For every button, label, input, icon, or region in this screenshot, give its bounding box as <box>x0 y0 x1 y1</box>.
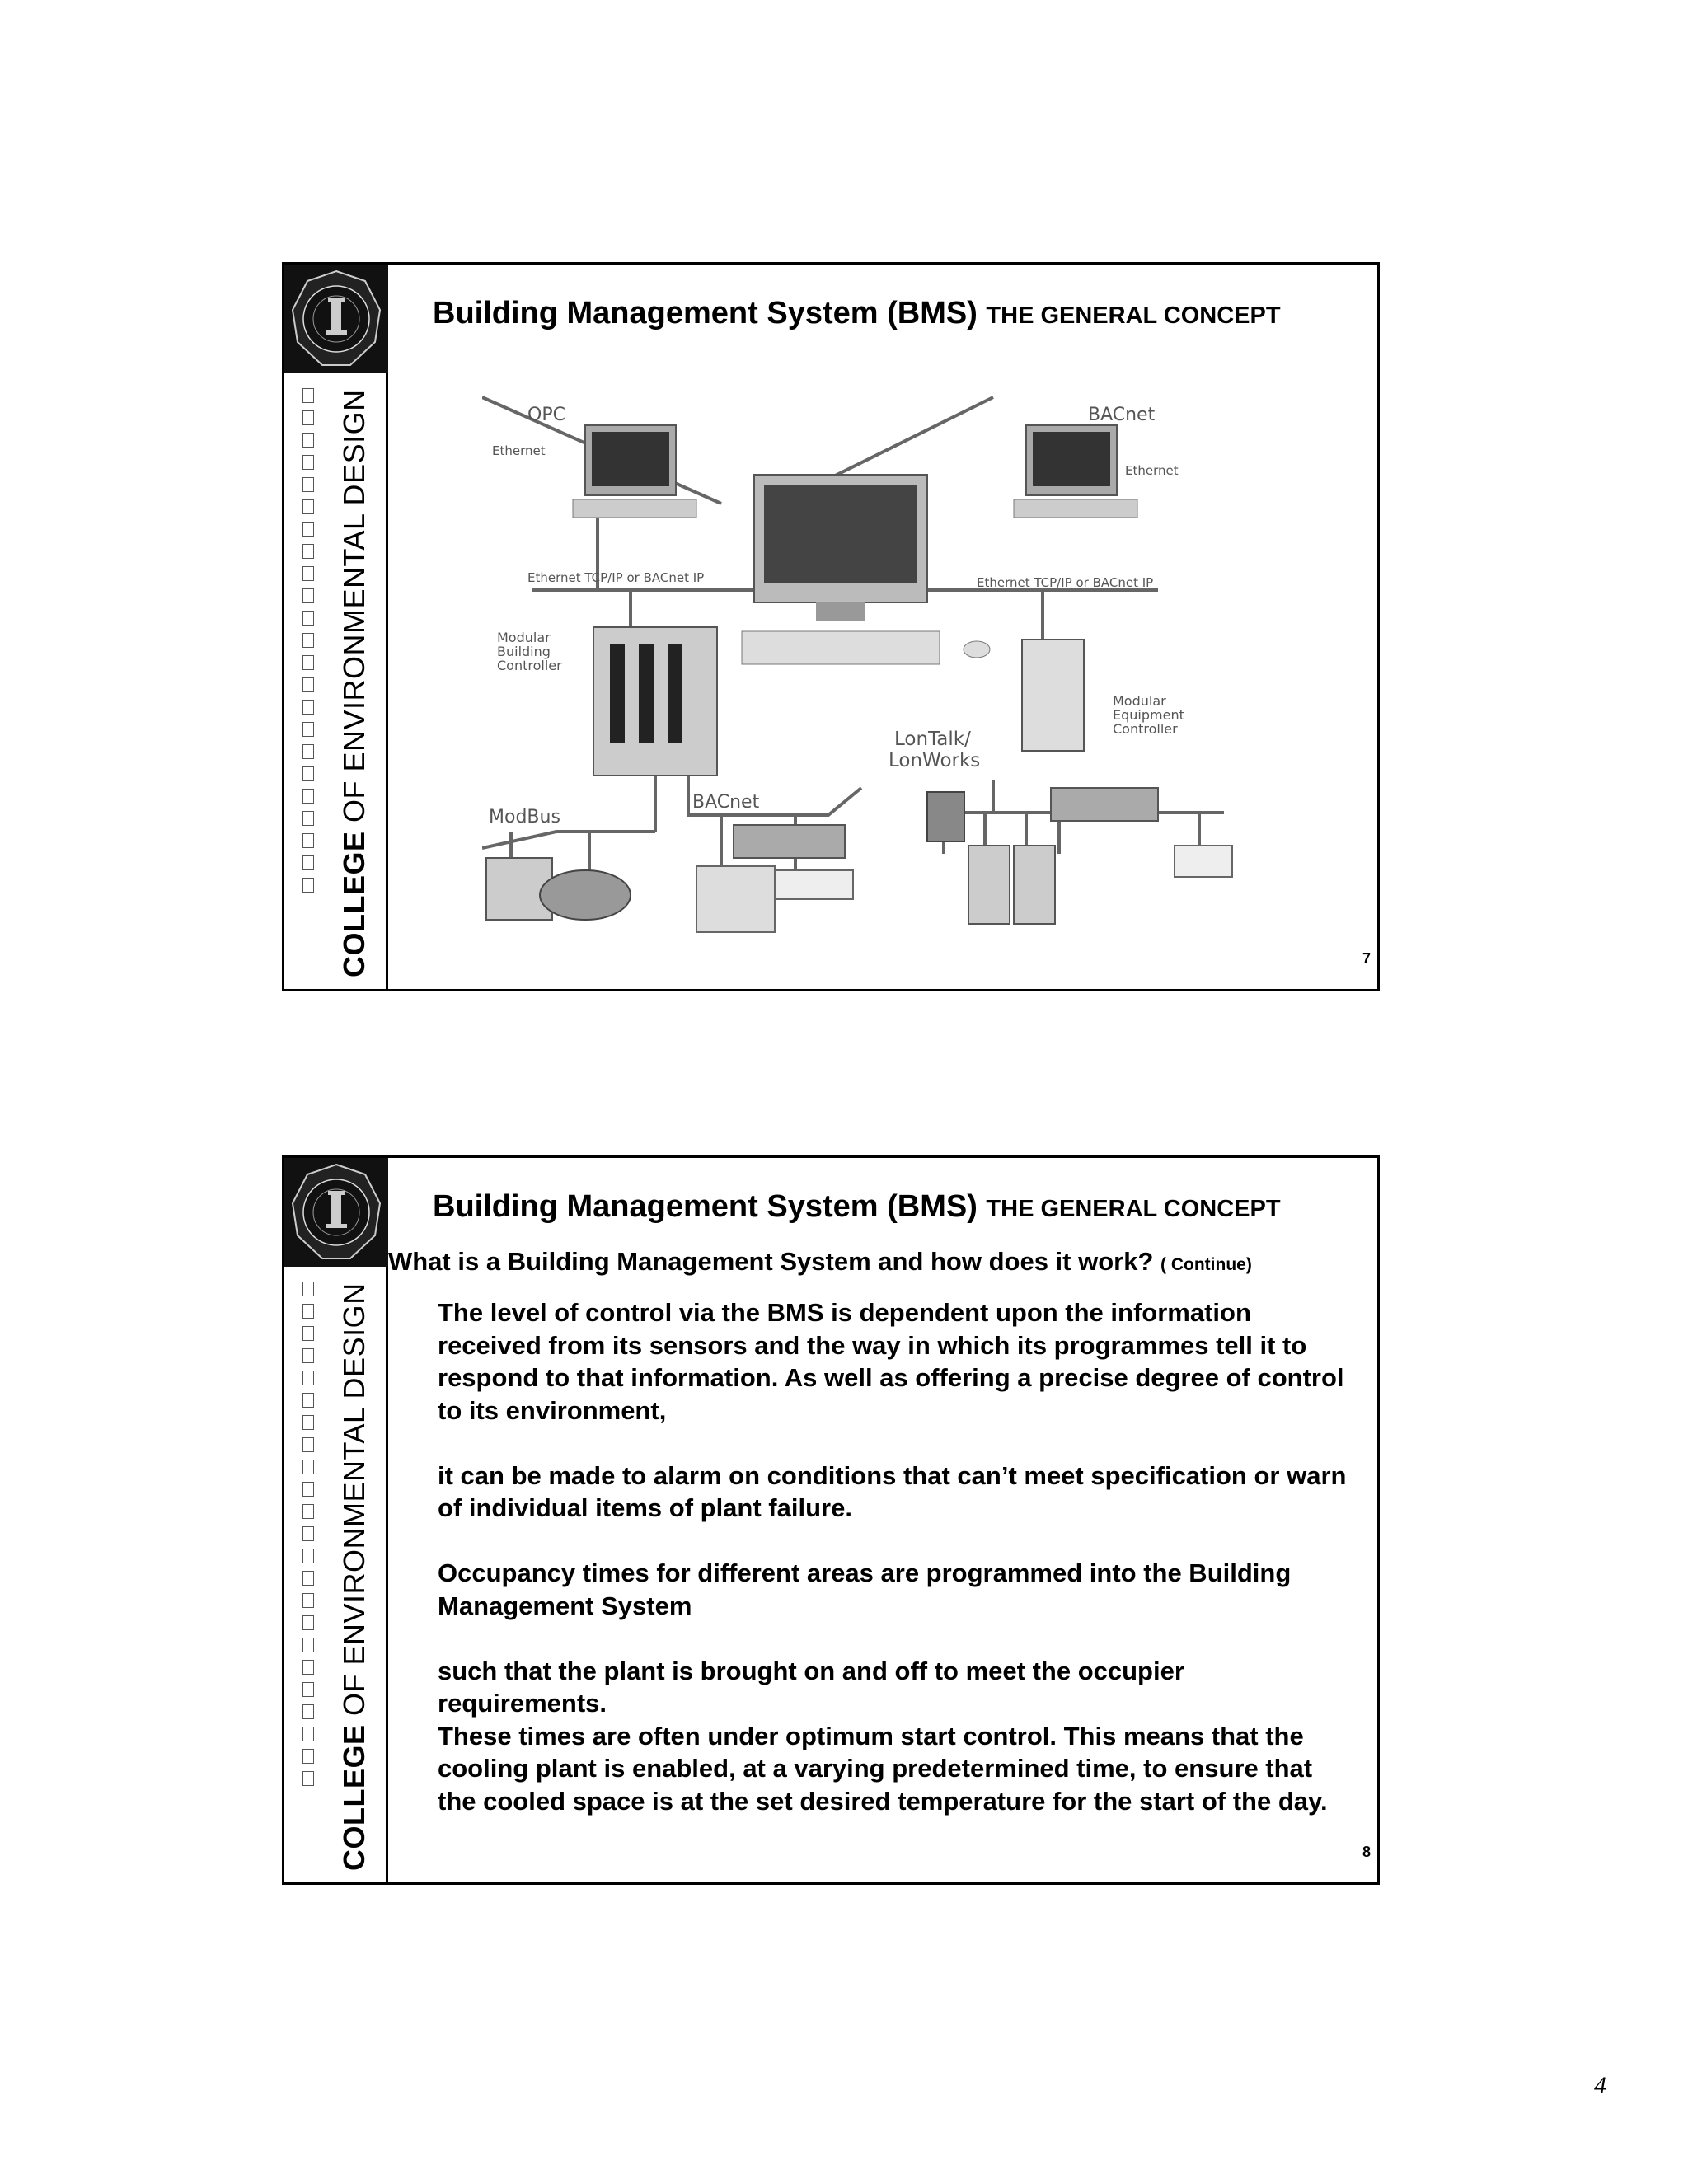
central-workstation <box>742 475 990 664</box>
slide-sidebar: COLLEGE OF ENVIRONMENTAL DESIGN <box>284 1158 388 1882</box>
equipment-controller-a <box>968 846 1010 924</box>
slide-page-number: 8 <box>1362 1844 1371 1861</box>
slide-7: COLLEGE OF ENVIRONMENTAL DESIGN Building… <box>282 262 1380 991</box>
label-tcpip-left: Ethernet TCP/IP or BACnet IP <box>528 570 704 585</box>
paragraph: Occupancy times for different areas are … <box>438 1557 1353 1622</box>
slide-sidebar: COLLEGE OF ENVIRONMENTAL DESIGN <box>284 265 388 989</box>
sidebar-college-label: COLLEGE OF ENVIRONMENTAL DESIGN <box>337 1282 372 1871</box>
sidebar-glyph-boxes <box>302 388 319 893</box>
equipment-chiller-2 <box>734 825 845 858</box>
paragraph: such that the plant is brought on and of… <box>438 1655 1353 1720</box>
svg-text:Controller: Controller <box>1113 721 1178 737</box>
label-modbus: ModBus <box>489 807 560 827</box>
equipment-vfd <box>927 792 964 841</box>
equipment-chiller <box>540 870 631 920</box>
slide-page-number: 7 <box>1362 950 1371 968</box>
modular-equipment-controller <box>1022 640 1084 751</box>
bms-network-diagram: OPC BACnet Ethernet Ethernet Ethernet TC… <box>482 392 1249 961</box>
svg-text:LonWorks: LonWorks <box>889 750 980 771</box>
equipment-fan-coil-2 <box>1175 846 1232 877</box>
svg-text:LonTalk/: LonTalk/ <box>894 729 971 750</box>
paragraph: These times are often under optimum star… <box>438 1720 1353 1818</box>
label-ethernet-right: Ethernet <box>1125 463 1179 478</box>
svg-text:Controller: Controller <box>497 658 562 673</box>
workstation-left <box>573 425 696 518</box>
equipment-controller-b <box>1014 846 1055 924</box>
slide-8: COLLEGE OF ENVIRONMENTAL DESIGN Building… <box>282 1155 1380 1885</box>
slide-body-text: The level of control via the BMS is depe… <box>438 1296 1353 1817</box>
paragraph: it can be made to alarm on conditions th… <box>438 1460 1353 1525</box>
label-bacnet-bottom: BACnet <box>692 792 760 813</box>
university-logo <box>284 265 388 373</box>
slide-question: What is a Building Management System and… <box>388 1247 1252 1277</box>
document-page-number: 4 <box>1594 2072 1606 2100</box>
university-logo <box>284 1158 388 1267</box>
equipment-fan-coil <box>775 870 853 899</box>
label-opc: OPC <box>528 405 565 425</box>
sidebar-college-label: COLLEGE OF ENVIRONMENTAL DESIGN <box>337 389 372 977</box>
slide-title: Building Management System (BMS) THE GEN… <box>433 296 1281 331</box>
paragraph: The level of control via the BMS is depe… <box>438 1296 1353 1427</box>
label-ethernet-left: Ethernet <box>492 443 546 458</box>
workstation-right <box>1014 425 1137 518</box>
slide-title: Building Management System (BMS) THE GEN… <box>433 1189 1281 1225</box>
label-bacnet-top: BACnet <box>1088 405 1156 425</box>
label-tcpip-right: Ethernet TCP/IP or BACnet IP <box>977 575 1153 590</box>
equipment-chiller-3 <box>1051 788 1158 821</box>
equipment-panel <box>696 866 775 932</box>
sidebar-glyph-boxes <box>302 1282 319 1786</box>
